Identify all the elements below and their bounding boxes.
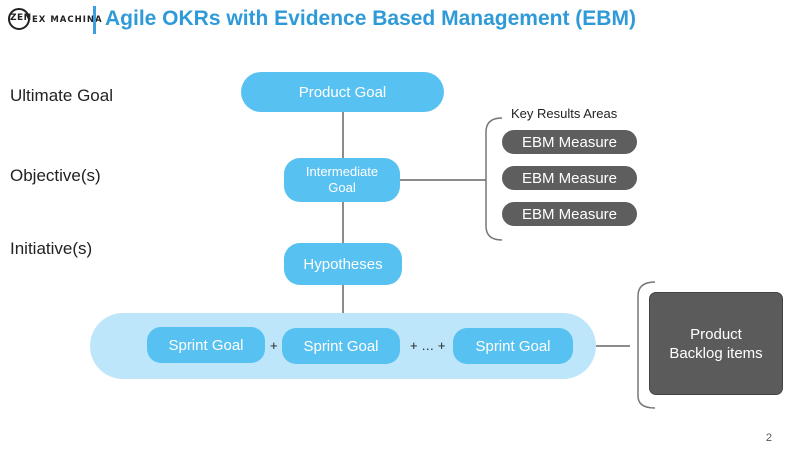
backlog-label-line1: Product (690, 325, 742, 343)
level-label-ultimate: Ultimate Goal (10, 86, 113, 105)
level-label-objective: Objective(s) (10, 166, 101, 185)
intermediate-goal-label-line1: Intermediate (305, 164, 379, 179)
zen-ex-machina-logo: ZEN EX MACHINA (8, 8, 102, 34)
intermediate-goal-node: Intermediate Goal (284, 158, 400, 202)
sprint-goal-label: Sprint Goal (303, 337, 379, 355)
level-label-initiative: Initiative(s) (10, 239, 93, 258)
intermediate-goal-label-line2: Goal (328, 180, 356, 195)
page-number: 2 (765, 432, 772, 444)
sprint-goal-2: Sprint Goal (282, 328, 400, 364)
sprint-goal-3: Sprint Goal (453, 328, 573, 364)
ebm-measure-2: EBM Measure (502, 166, 637, 190)
plus-sign: + (270, 338, 278, 353)
key-results-heading: Key Results Areas (511, 106, 618, 121)
plus-ellipsis-plus: + … + (410, 338, 446, 353)
sprint-goal-1: Sprint Goal (147, 327, 265, 363)
product-goal-node: Product Goal (241, 72, 444, 112)
sprint-goal-label: Sprint Goal (168, 336, 244, 354)
ebm-measure-3: EBM Measure (502, 202, 637, 226)
ebm-measure-1: EBM Measure (502, 130, 637, 154)
product-backlog-box: Product Backlog items (649, 292, 783, 395)
ebm-measure-label: EBM Measure (521, 133, 618, 151)
product-goal-label: Product Goal (298, 83, 387, 101)
logo-text: EX MACHINA (32, 15, 103, 25)
backlog-label-line2: Backlog items (669, 344, 763, 362)
sprint-goal-label: Sprint Goal (475, 337, 551, 355)
hypotheses-node: Hypotheses (284, 243, 402, 285)
logo-mark: ZEN (10, 13, 32, 23)
title-accent-bar (93, 6, 96, 34)
ebm-measure-label: EBM Measure (521, 205, 618, 223)
hypotheses-label: Hypotheses (303, 255, 383, 273)
ebm-measure-label: EBM Measure (521, 169, 618, 187)
slide-title: Agile OKRs with Evidence Based Managemen… (105, 7, 636, 30)
logo-circle-icon (8, 8, 30, 30)
